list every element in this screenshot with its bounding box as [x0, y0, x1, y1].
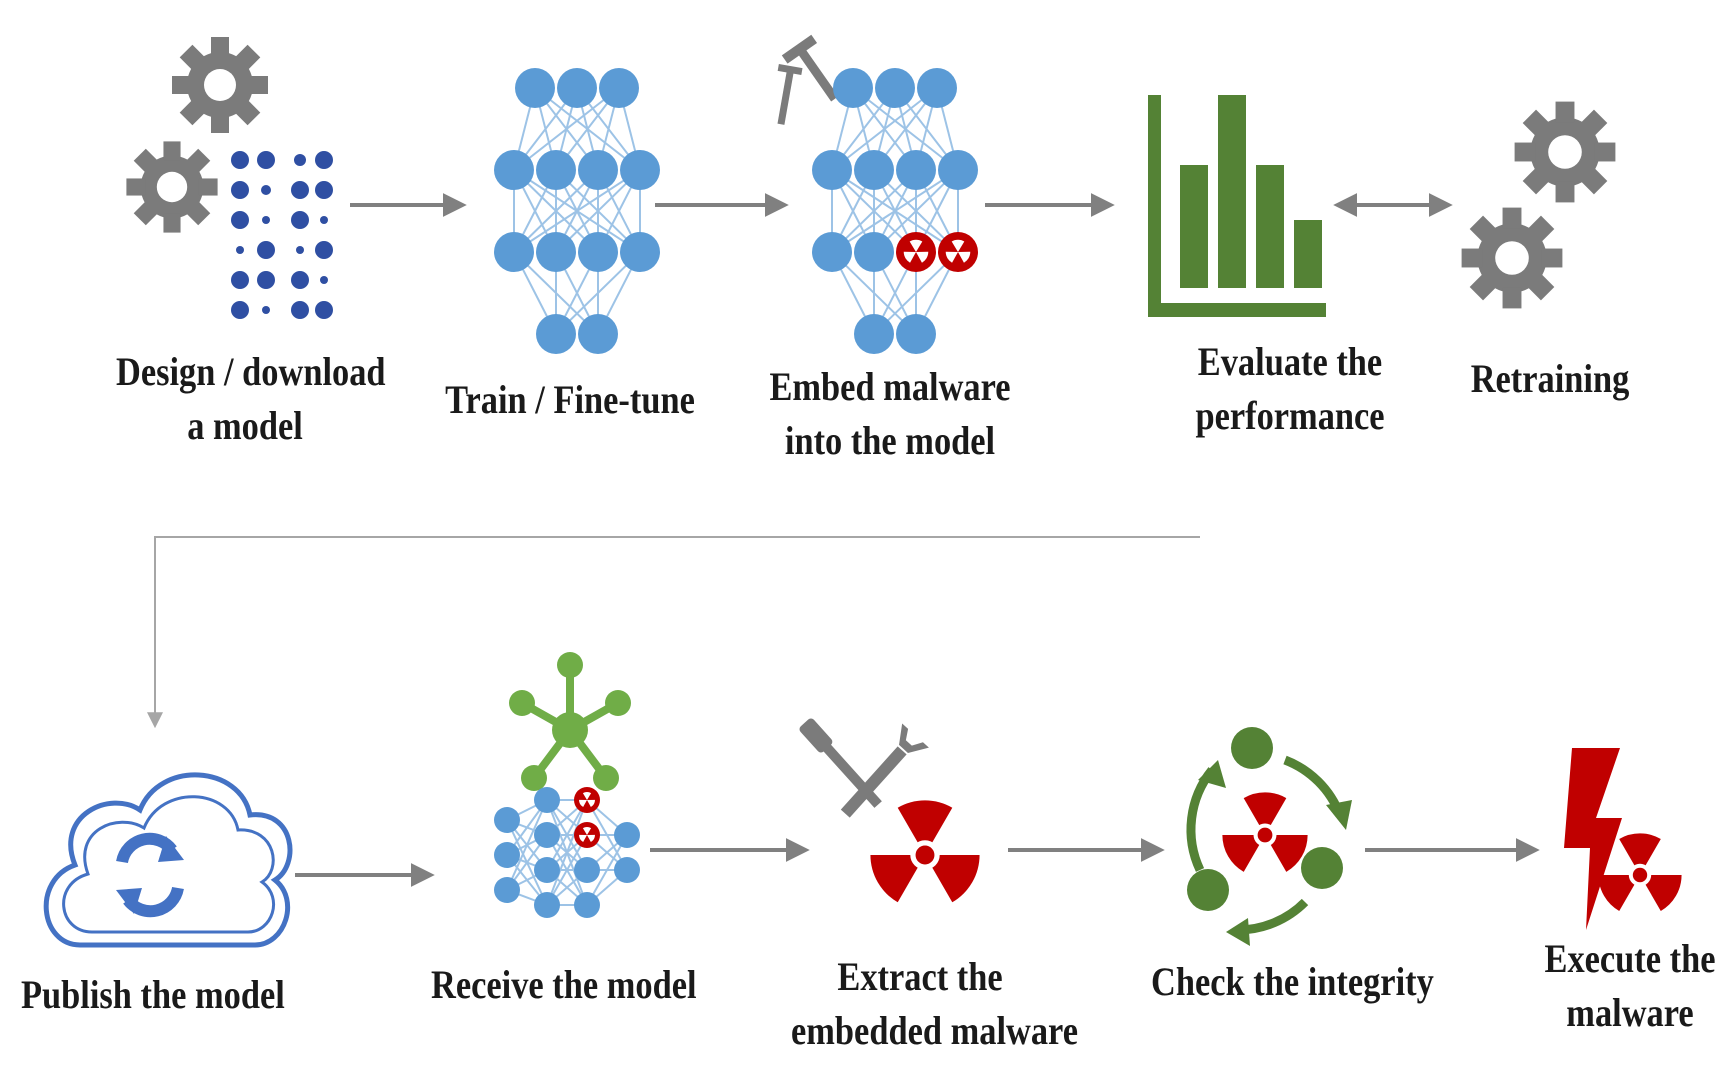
malware-node-icon [574, 787, 600, 813]
network-node [494, 877, 520, 903]
lightning-with-radiation-icon [1564, 748, 1687, 930]
label-receive: Receive the model [431, 962, 697, 1007]
network-node [534, 787, 560, 813]
network-node [812, 232, 852, 272]
network-edges [506, 799, 628, 906]
circular-check-with-radiation-icon [1186, 727, 1352, 946]
label-integrity: Check the integrity [1151, 959, 1434, 1004]
gears-icon [1461, 101, 1616, 309]
network-node [614, 822, 640, 848]
network-hub-with-model-icon [494, 652, 640, 918]
label-design: Design / download a model [116, 349, 386, 448]
network-node [536, 314, 576, 354]
malware-node-icon [896, 232, 936, 272]
network-nodes [812, 68, 978, 354]
network-edges [513, 87, 641, 335]
wrench-icon [840, 723, 929, 818]
bar-chart-icon [1148, 95, 1326, 317]
network-node [620, 232, 660, 272]
neural-network-with-malware-icon [777, 34, 978, 354]
network-node [917, 68, 957, 108]
hammer-icon [781, 34, 839, 102]
network-nodes [494, 68, 660, 354]
network-node [812, 150, 852, 190]
gears-and-dots-icon [126, 37, 333, 319]
network-node [938, 150, 978, 190]
network-node [896, 314, 936, 354]
network-node [515, 68, 555, 108]
network-node [620, 150, 660, 190]
network-node [833, 68, 873, 108]
network-node [557, 68, 597, 108]
network-node [875, 68, 915, 108]
hub-icon [509, 652, 631, 791]
network-edges [831, 87, 959, 335]
neural-network-icon [494, 68, 660, 354]
label-execute: Execute the malware [1544, 936, 1716, 1035]
malware-node-icon [574, 822, 600, 848]
network-node [854, 314, 894, 354]
tools-with-radiation-icon [799, 718, 986, 910]
nail-icon [777, 63, 803, 125]
network-node [534, 892, 560, 918]
network-node [574, 857, 600, 883]
network-node [599, 68, 639, 108]
screwdriver-icon [799, 718, 882, 808]
network-node [854, 232, 894, 272]
lightning-icon [1564, 748, 1622, 930]
cloud-sync-icon [43, 772, 293, 948]
label-embed: Embed malware into the model [769, 364, 1011, 463]
network-node [494, 807, 520, 833]
label-extract: Extract the embedded malware [791, 954, 1078, 1053]
label-train: Train / Fine-tune [445, 377, 695, 422]
network-node [534, 857, 560, 883]
network-node [854, 150, 894, 190]
label-evaluate: Evaluate the performance [1195, 339, 1385, 438]
network-node [534, 822, 560, 848]
network-node [494, 150, 534, 190]
network-node [578, 150, 618, 190]
radiation-icon [1217, 792, 1313, 878]
network-node [614, 857, 640, 883]
label-publish: Publish the model [21, 972, 285, 1017]
network-node [574, 892, 600, 918]
network-node [578, 314, 618, 354]
sync-icon [116, 832, 184, 918]
label-retrain: Retraining [1470, 356, 1630, 401]
network-node [578, 232, 618, 272]
network-node [536, 232, 576, 272]
malware-node-icon [938, 232, 978, 272]
network-nodes [494, 787, 640, 918]
network-node [494, 842, 520, 868]
connector-line [147, 536, 1200, 729]
network-node [896, 150, 936, 190]
network-node [494, 232, 534, 272]
network-node [536, 150, 576, 190]
radiation-icon [864, 800, 986, 910]
